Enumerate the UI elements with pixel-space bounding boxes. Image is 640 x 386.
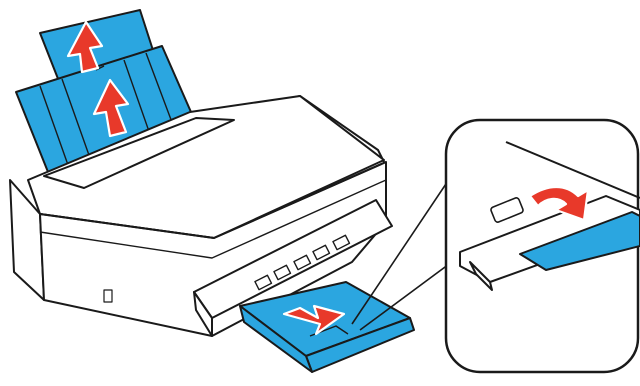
printer-body	[9, 95, 387, 337]
output-tray-extend-arrow	[282, 304, 346, 336]
rear-paper-support-extend-arrow	[66, 20, 104, 74]
output-stopper-inset	[444, 118, 640, 374]
control-panel	[193, 199, 393, 337]
paper-feed-slot	[43, 117, 235, 189]
control-panel-buttons	[254, 234, 351, 291]
output-stopper	[519, 211, 640, 271]
rear-paper-support-raise-arrow	[92, 78, 130, 138]
callout-arrows	[66, 20, 590, 336]
output-stopper-flip-arrow	[528, 185, 590, 222]
